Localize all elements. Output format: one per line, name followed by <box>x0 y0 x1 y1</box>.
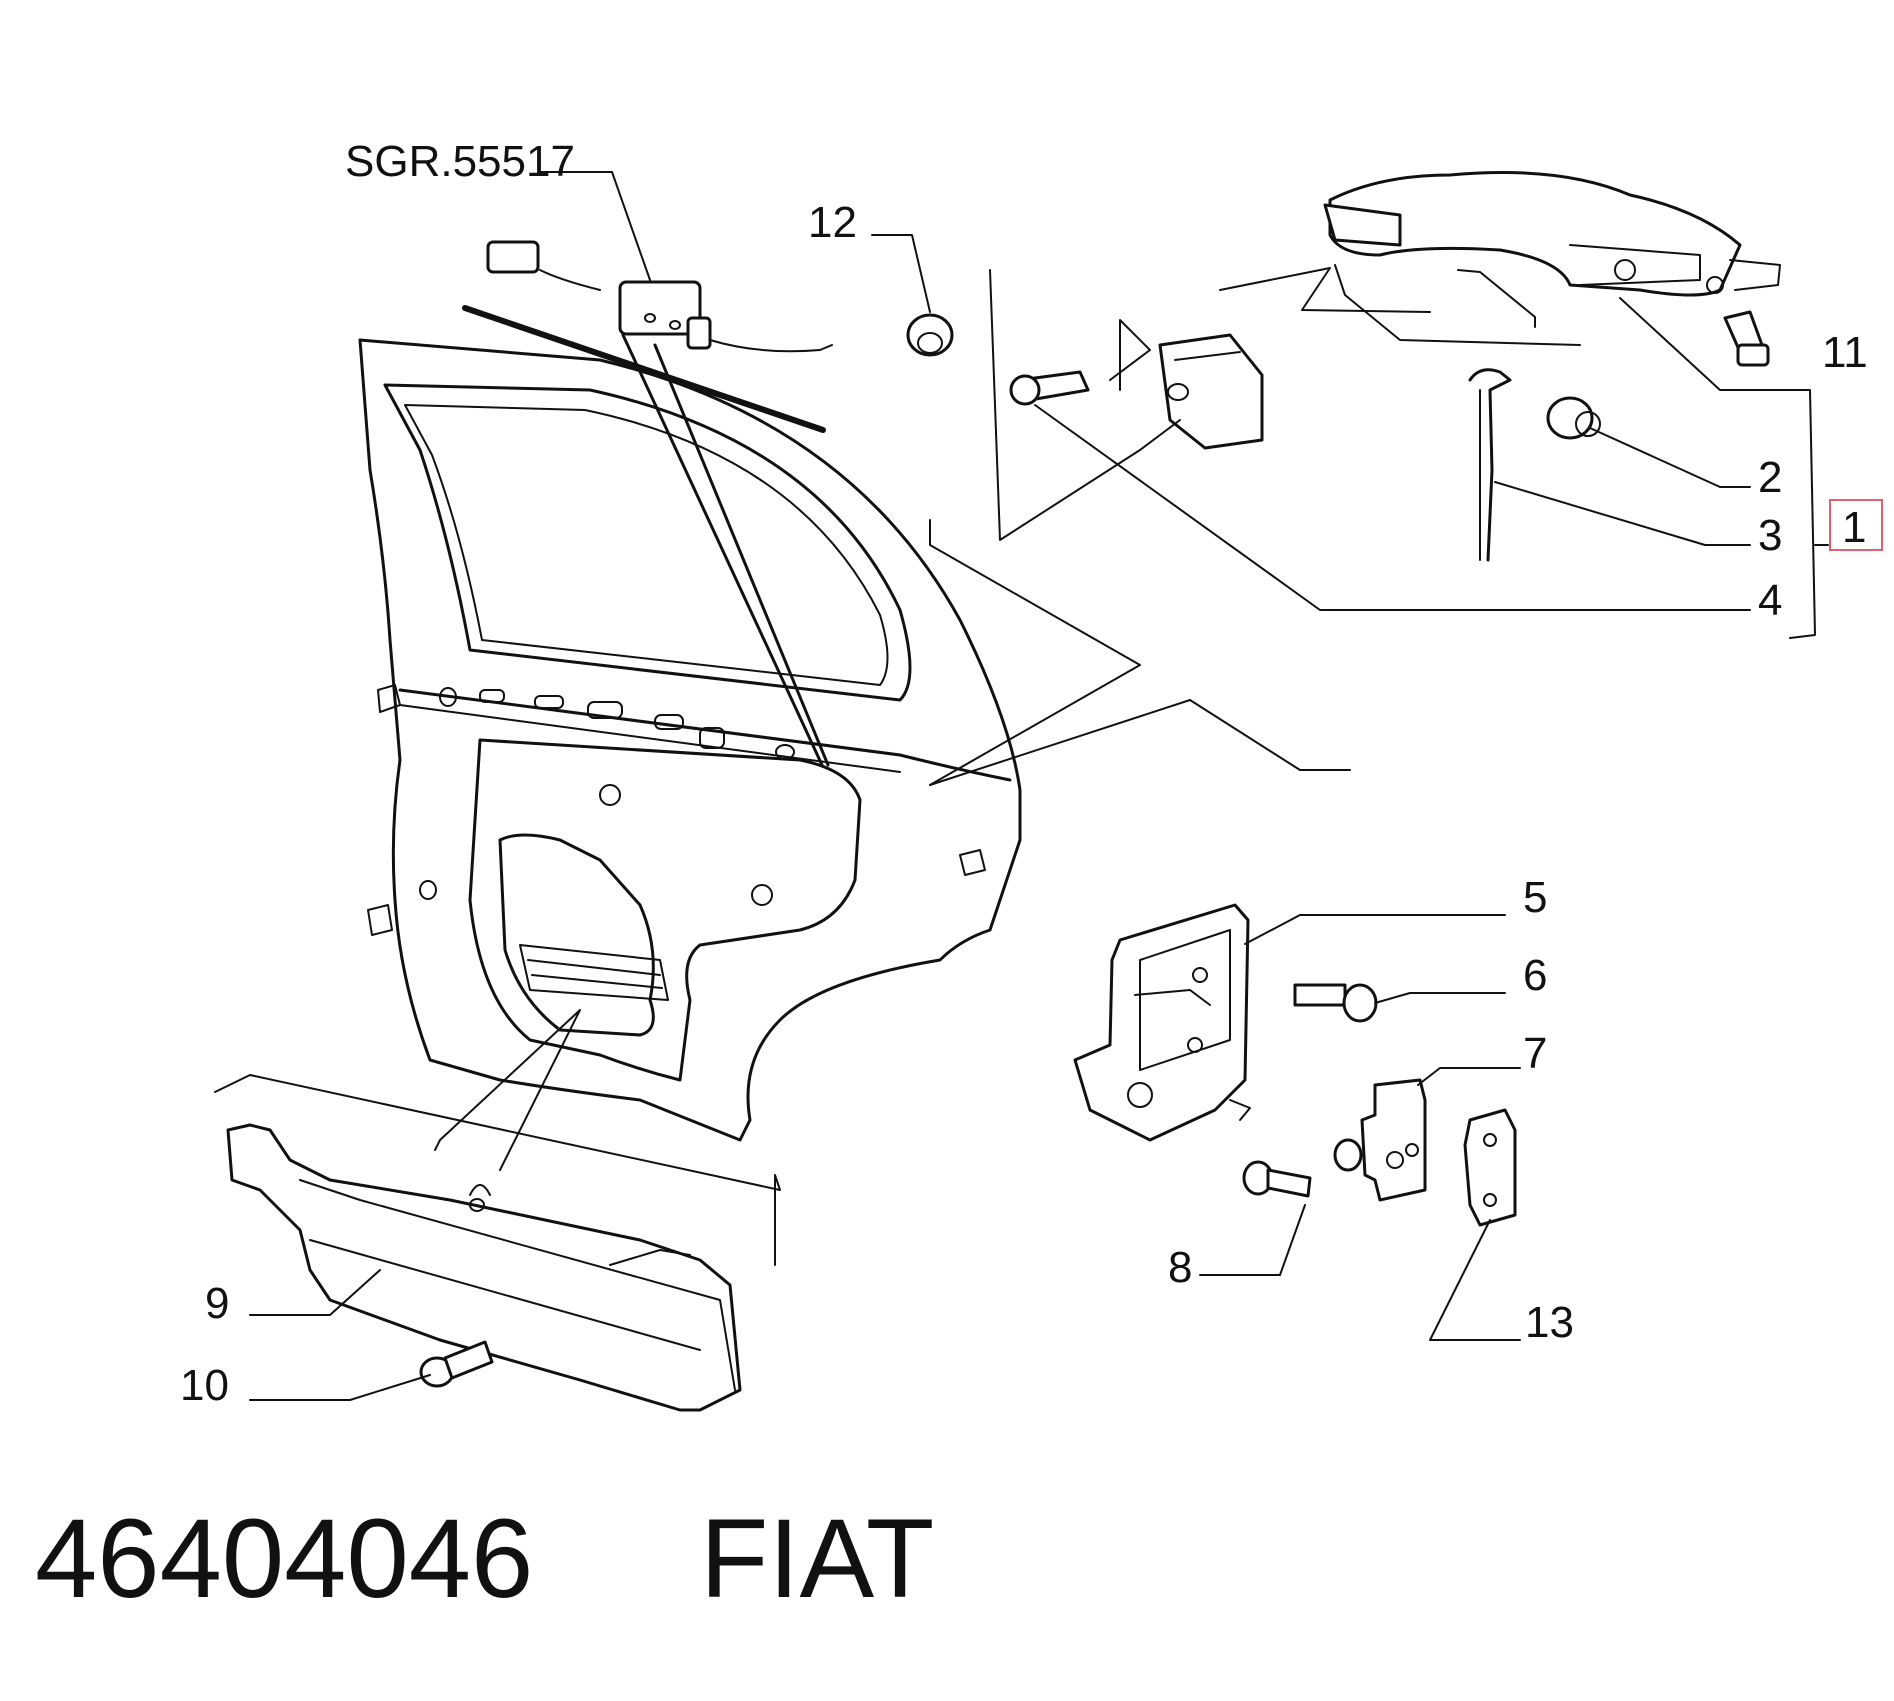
brand-name: FIAT <box>700 1496 934 1621</box>
callout-2: 2 <box>1758 453 1782 502</box>
door-panel <box>358 338 1022 1142</box>
callout-9: 9 <box>205 1279 229 1328</box>
sill-bolt <box>419 1340 494 1388</box>
callout-13: 13 <box>1525 1298 1574 1347</box>
callout-labels: SGR.55517 12 11 2 3 4 1 5 6 7 8 13 9 10 <box>180 137 1883 1410</box>
sill-trim <box>226 1123 742 1412</box>
latch-hardware <box>1242 983 1517 1227</box>
callout-5: 5 <box>1523 873 1547 922</box>
callout-6: 6 <box>1523 951 1547 1000</box>
door-latch <box>1073 903 1251 1142</box>
footer: 46404046 FIAT <box>35 1496 934 1621</box>
handle-parts <box>906 310 1770 562</box>
callout-1-highlight <box>1829 499 1883 551</box>
callout-3: 3 <box>1758 511 1782 560</box>
door-lock-actuator <box>486 240 833 353</box>
callout-7: 7 <box>1523 1029 1547 1078</box>
callout-12: 12 <box>808 198 857 247</box>
callout-8: 8 <box>1168 1243 1192 1292</box>
leader-lines <box>214 171 1829 1401</box>
callout-1: 1 <box>1842 503 1866 552</box>
callout-sgr: SGR.55517 <box>345 137 575 186</box>
glass-channel-lines <box>462 305 830 767</box>
callout-10: 10 <box>180 1361 229 1410</box>
part-number: 46404046 <box>35 1496 533 1621</box>
callout-4: 4 <box>1758 576 1782 625</box>
callout-11: 11 <box>1822 328 1868 377</box>
outer-handle <box>1323 171 1781 297</box>
